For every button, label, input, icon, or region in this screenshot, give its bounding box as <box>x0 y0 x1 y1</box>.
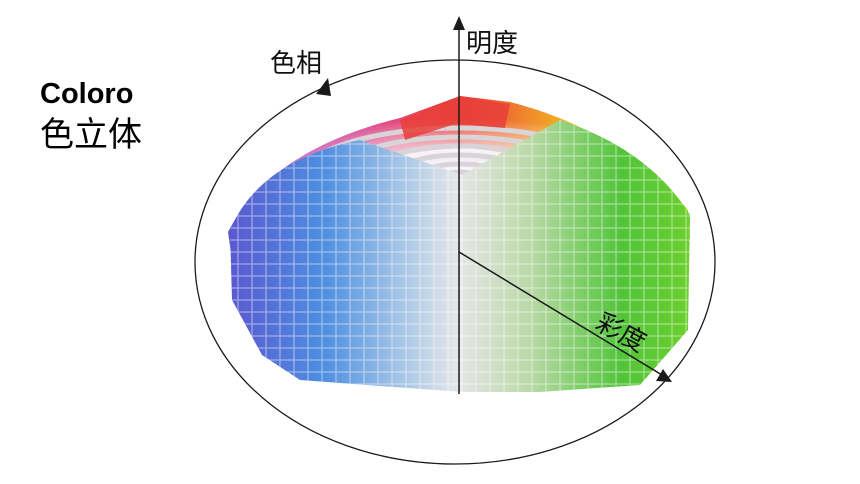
slide-title-coloro: Coloro <box>40 78 134 110</box>
lightness-axis-arrowhead-icon <box>453 16 465 30</box>
left-block-grid <box>230 140 462 392</box>
chroma-axis-arrowhead-icon <box>656 369 672 382</box>
hue-arrowhead-icon <box>316 78 331 96</box>
chroma-axis <box>458 251 663 376</box>
rim-highlight <box>400 96 510 140</box>
outer-ellipse <box>194 59 716 465</box>
label-hue: 色相 <box>270 49 322 79</box>
label-lightness: 明度 <box>466 29 518 59</box>
slide-subtitle-color-solid: 色立体 <box>40 115 142 155</box>
